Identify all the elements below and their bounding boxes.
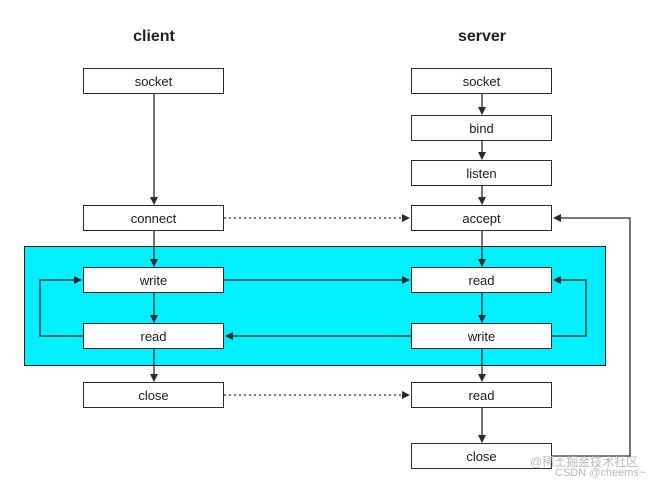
client-title: client: [133, 28, 175, 45]
server-close-box: close: [411, 443, 552, 469]
arrow-close-to-accept: [552, 214, 631, 457]
arrow-client-loop: [39, 276, 83, 337]
watermark-csdn: CSDN @cheems~: [555, 467, 646, 479]
watermark-juejin: @稀土掘金技术社区: [530, 455, 639, 469]
client-socket-box: socket: [83, 68, 224, 94]
server-listen-box: listen: [411, 160, 552, 186]
server-read-box: read: [411, 267, 552, 293]
server-write-box: write: [411, 323, 552, 349]
client-connect-box: connect: [83, 205, 224, 231]
server-bind-box: bind: [411, 115, 552, 141]
server-title: server: [457, 28, 507, 45]
server-accept-box: accept: [411, 205, 552, 231]
server-read2-box: read: [411, 382, 552, 408]
client-write-box: write: [83, 267, 224, 293]
arrow-server-loop: [552, 276, 587, 337]
server-socket-box: socket: [411, 68, 552, 94]
client-read-box: read: [83, 323, 224, 349]
client-close-box: close: [83, 382, 224, 408]
